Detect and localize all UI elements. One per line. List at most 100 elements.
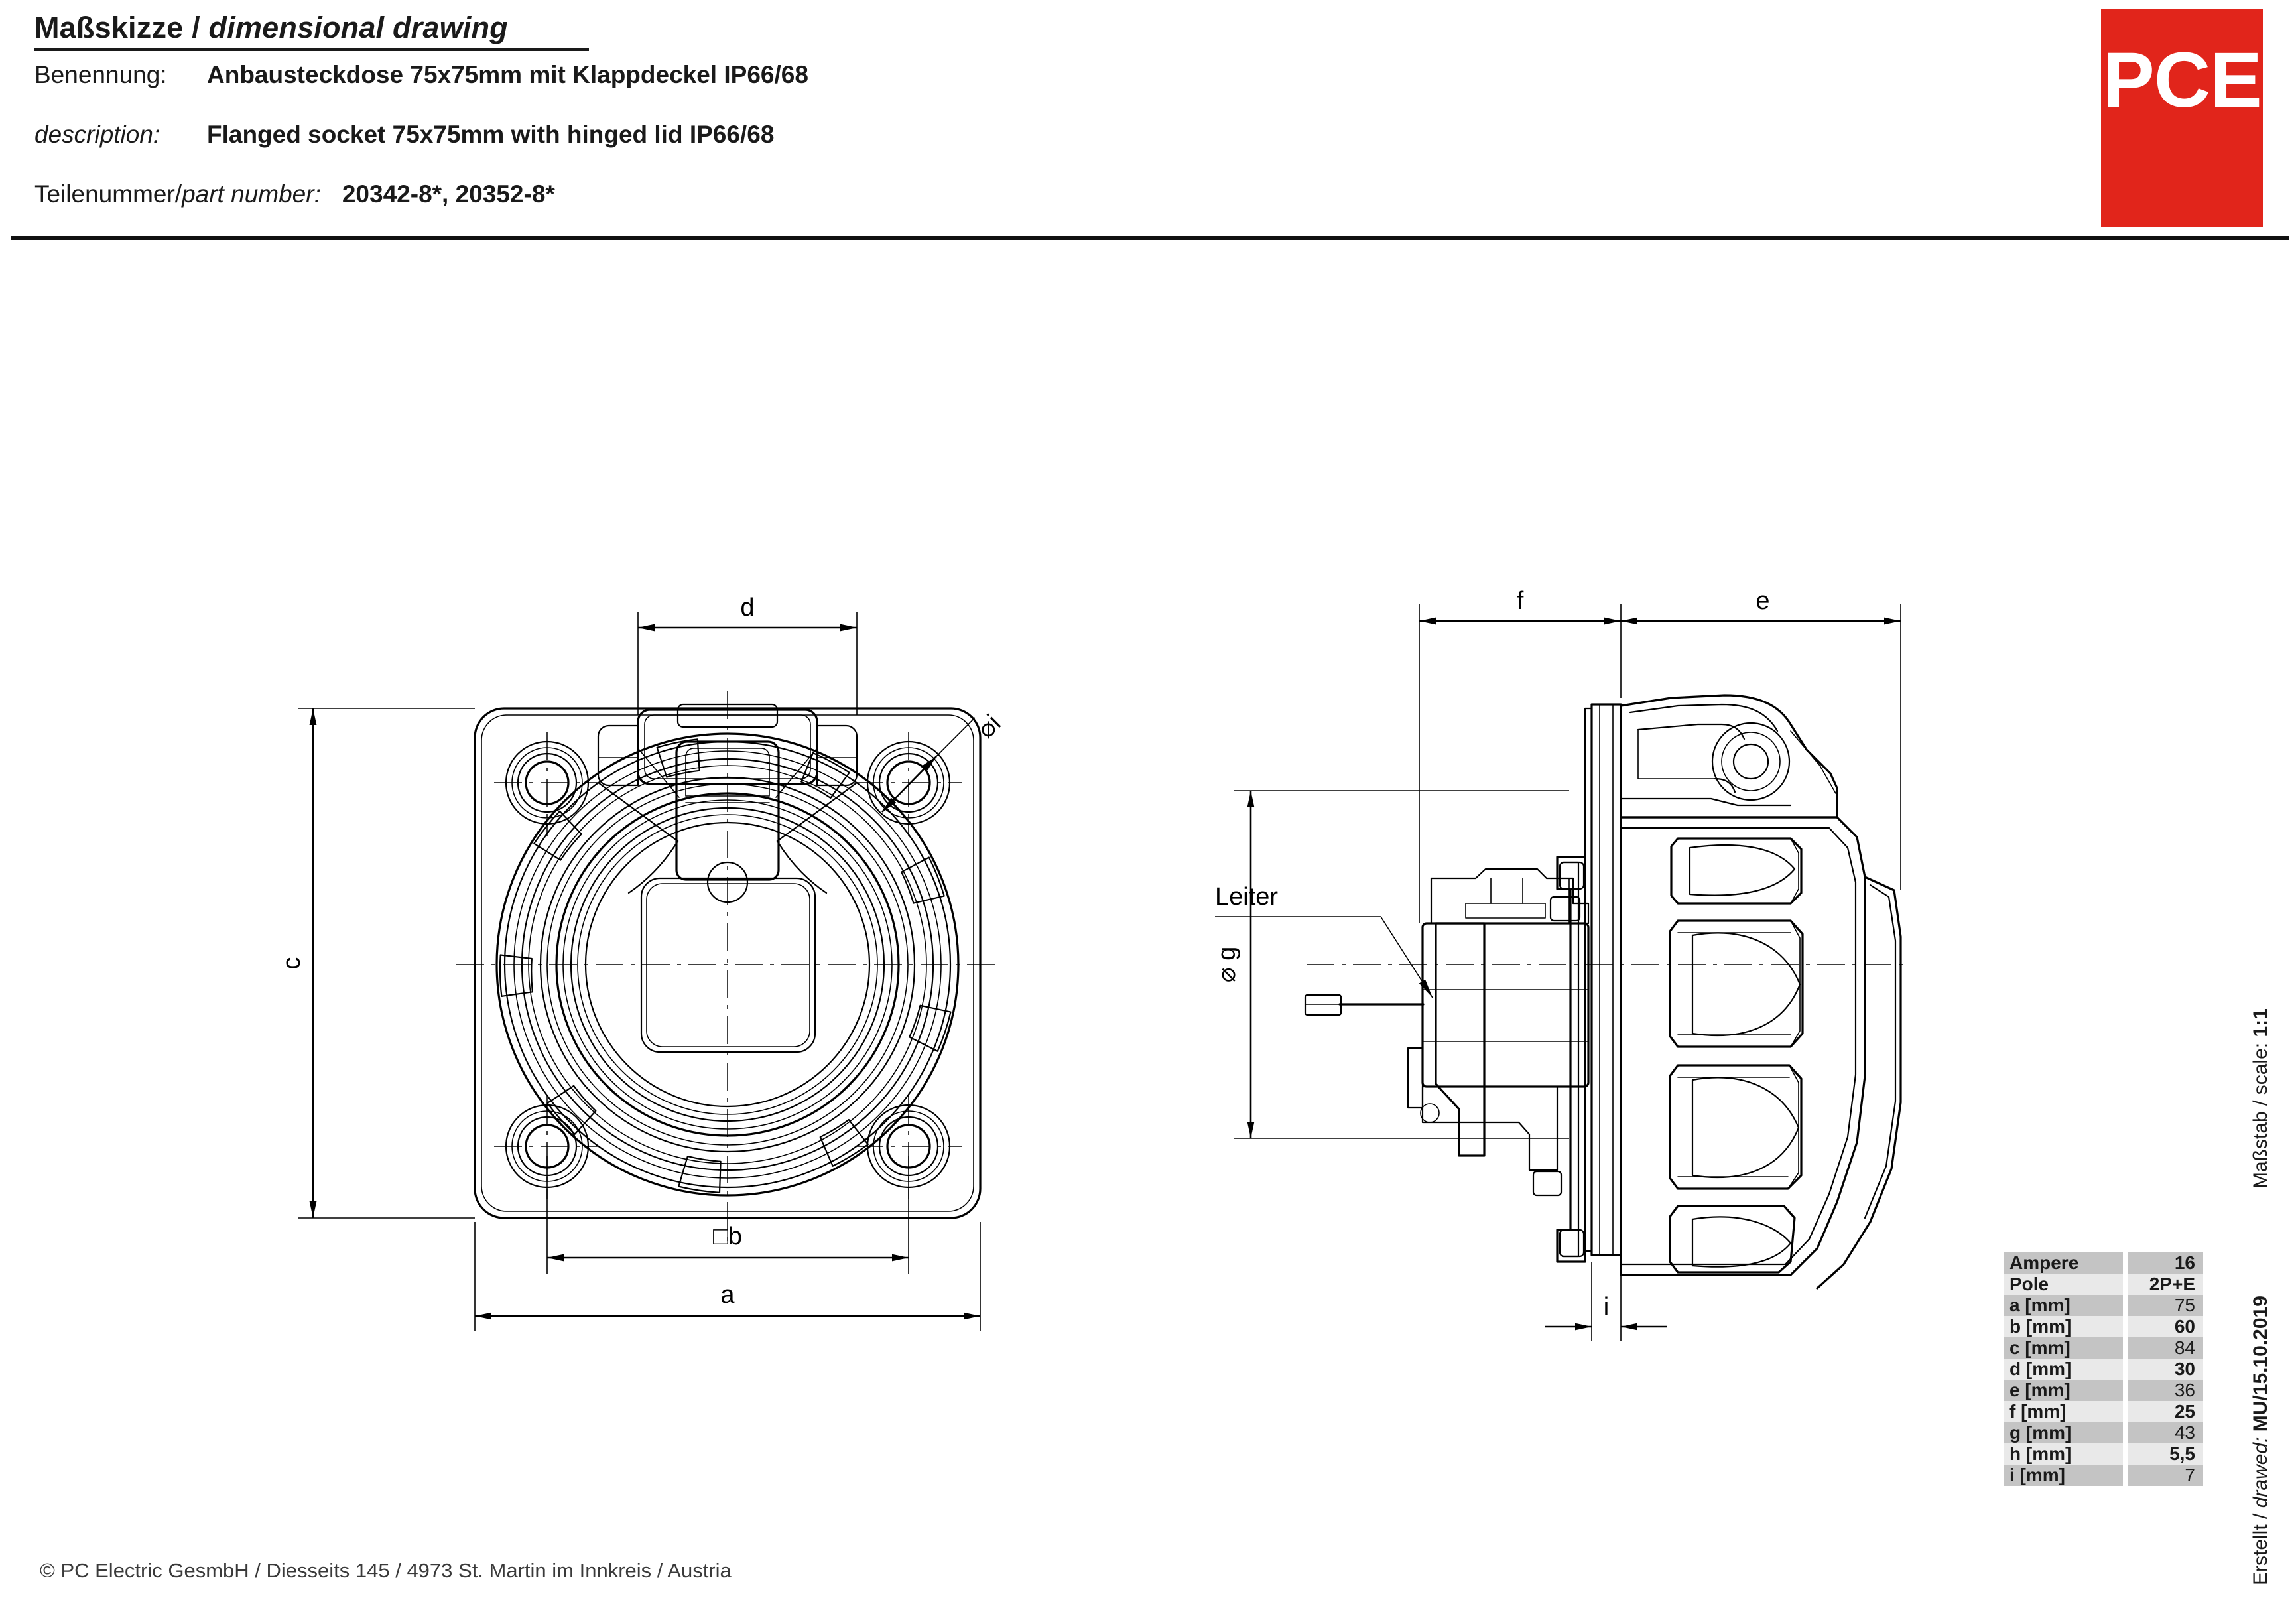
dimension-f-label: f: [1517, 587, 1524, 615]
side-view-dimensions: f e ⌀ g Leiter i: [1213, 587, 1901, 1341]
scale-value: 1:1: [2250, 1008, 2271, 1037]
dimension-i-label: i: [1604, 1293, 1609, 1321]
header-divider: [11, 236, 2289, 240]
spec-value: 5,5: [2127, 1443, 2203, 1465]
socket-rings: [539, 776, 916, 1153]
drawn-label-en: drawed:: [2250, 1437, 2271, 1508]
table-row: c [mm]84: [2004, 1337, 2203, 1359]
spec-key: f [mm]: [2004, 1401, 2123, 1422]
part-number-label-en: part number:: [182, 180, 321, 208]
socket-rear-body: [1407, 868, 1590, 1197]
page-title-de: Maßskizze: [34, 11, 184, 44]
pce-logo-text: PCE: [2102, 36, 2262, 124]
table-row: a [mm]75: [2004, 1295, 2203, 1316]
table-row: d [mm]30: [2004, 1359, 2203, 1380]
side-flange-plate: [1584, 703, 1622, 1256]
part-number-label-separator: /: [174, 180, 182, 208]
spec-key: i [mm]: [2004, 1465, 2123, 1486]
spec-value: 75: [2127, 1295, 2203, 1316]
dimension-a-label: a: [720, 1281, 735, 1309]
spec-key: b [mm]: [2004, 1316, 2123, 1337]
spec-key: h [mm]: [2004, 1443, 2123, 1465]
page-title-separator: /: [183, 11, 209, 44]
dimension-g-label: ⌀ g: [1213, 947, 1241, 983]
spec-key: a [mm]: [2004, 1295, 2123, 1316]
spec-value: 2P+E: [2127, 1274, 2203, 1295]
table-row: b [mm]60: [2004, 1316, 2203, 1337]
meta-row-description: description: Flanged socket 75x75mm with …: [34, 121, 774, 149]
scale-label-en: scale:: [2250, 1042, 2271, 1095]
benennung-label: Benennung:: [34, 61, 167, 88]
scale-label-separator: /: [2250, 1095, 2271, 1112]
part-number-label-de: Teilenummer: [34, 180, 175, 208]
spec-value: 84: [2127, 1337, 2203, 1359]
spec-key: e [mm]: [2004, 1380, 2123, 1401]
spec-gap: [2122, 1359, 2128, 1380]
drawn-value: MU/15.10.2019: [2250, 1296, 2271, 1432]
side-hinge-boss: [1620, 694, 1838, 819]
spec-value: 43: [2127, 1422, 2203, 1443]
table-row: f [mm]25: [2004, 1401, 2203, 1422]
spec-key: Ampere: [2004, 1252, 2123, 1274]
spec-gap: [2122, 1401, 2128, 1422]
pce-logo: PCE: [2101, 9, 2263, 227]
page-title-en: dimensional drawing: [208, 11, 508, 44]
hinge-assembly: [597, 703, 858, 903]
table-row: e [mm]36: [2004, 1380, 2203, 1401]
meta-row-part-number: Teilenummer / part number: 20342-8*, 2035…: [34, 180, 555, 208]
side-view: [1304, 694, 1910, 1290]
spec-key: d [mm]: [2004, 1359, 2123, 1380]
spec-value: 30: [2127, 1359, 2203, 1380]
drawn-by-annotation: Erstellt / drawed: MU/15.10.2019: [2250, 1296, 2272, 1585]
spec-gap: [2122, 1252, 2128, 1274]
lid-grip-ring: [495, 732, 960, 1197]
dimension-d-label: d: [740, 594, 754, 622]
sealing-collar: [1556, 856, 1586, 1263]
spec-gap: [2122, 1443, 2128, 1465]
spec-gap: [2122, 1295, 2128, 1316]
benennung-value: Anbausteckdose 75x75mm mit Klappdeckel I…: [207, 61, 808, 88]
annotation-leiter-label: Leiter: [1215, 883, 1278, 911]
part-number-value: 20342-8*, 20352-8*: [342, 180, 555, 208]
scale-label-de: Maßstab: [2250, 1111, 2271, 1189]
spec-gap: [2122, 1337, 2128, 1359]
scale-annotation: Maßstab / scale: 1:1: [2250, 1008, 2272, 1189]
drawn-label-separator: /: [2250, 1508, 2271, 1525]
document-header: Maßskizze / dimensional drawing Benennun…: [0, 0, 2296, 240]
spec-gap: [2122, 1316, 2128, 1337]
table-row: i [mm]7: [2004, 1465, 2203, 1486]
front-view: [456, 691, 1001, 1248]
spec-gap: [2122, 1465, 2128, 1486]
technical-drawing: .ol{fill:none;stroke:#000;stroke-width:3…: [0, 240, 2296, 1428]
title-underline: [34, 48, 589, 51]
spec-gap: [2122, 1380, 2128, 1401]
spec-key: Pole: [2004, 1274, 2123, 1295]
dimension-b-label: □b: [713, 1223, 742, 1250]
spec-value: 60: [2127, 1316, 2203, 1337]
conductor-wire: [1304, 994, 1425, 1016]
hinged-lid-face: [640, 877, 816, 1053]
spec-gap: [2122, 1274, 2128, 1295]
spec-key: c [mm]: [2004, 1337, 2123, 1359]
spec-gap: [2122, 1422, 2128, 1443]
lid-side-profile: [1620, 816, 1902, 1290]
meta-row-benennung: Benennung: Anbausteckdose 75x75mm mit Kla…: [34, 61, 808, 89]
spec-value: 36: [2127, 1380, 2203, 1401]
front-view-dimensions: d c □b a ⌀i: [278, 594, 1006, 1331]
spec-value: 16: [2127, 1252, 2203, 1274]
spec-key: g [mm]: [2004, 1422, 2123, 1443]
spec-value: 25: [2127, 1401, 2203, 1422]
dimension-c-label: c: [278, 957, 306, 970]
copyright-footer: © PC Electric GesmbH / Diesseits 145 / 4…: [40, 1559, 732, 1582]
dimension-e-label: e: [1755, 587, 1769, 615]
drawn-label-de: Erstellt: [2250, 1524, 2271, 1585]
table-row: g [mm]43: [2004, 1422, 2203, 1443]
description-value: Flanged socket 75x75mm with hinged lid I…: [207, 121, 775, 148]
page-title: Maßskizze / dimensional drawing: [34, 11, 508, 45]
table-row: h [mm]5,5: [2004, 1443, 2203, 1465]
spec-value: 7: [2127, 1465, 2203, 1486]
description-label: description:: [34, 121, 160, 148]
